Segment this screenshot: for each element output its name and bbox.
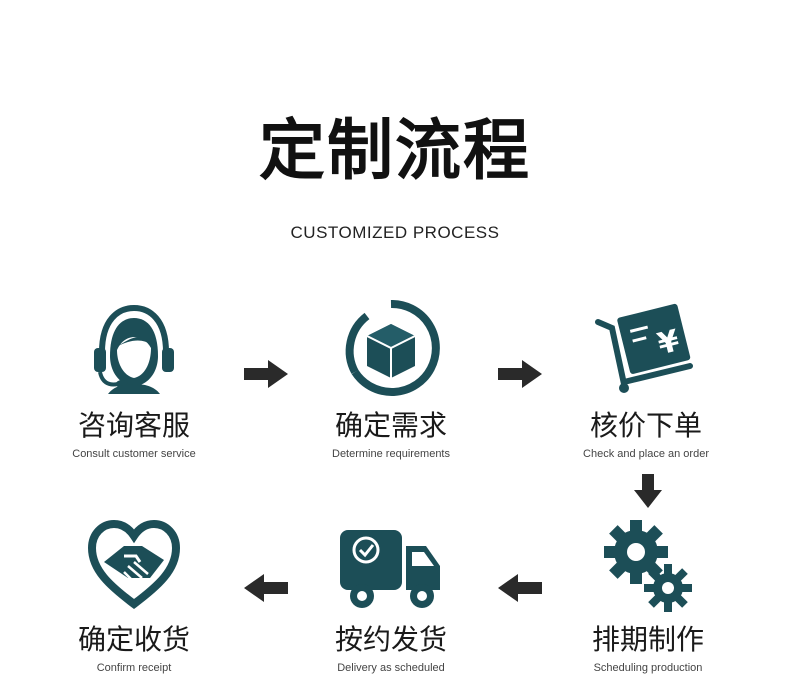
step-label-cn: 核价下单 — [589, 409, 702, 442]
step-production: 排期制作 Scheduling production — [538, 516, 758, 686]
step-label-en: Check and place an order — [583, 448, 709, 460]
step-label-en: Delivery as scheduled — [337, 662, 445, 674]
arrow-right-icon — [244, 360, 288, 388]
step-label-cn: 确定需求 — [334, 409, 447, 442]
cart-invoice-icon: ¥ — [595, 303, 693, 393]
page-title: 定制流程 — [259, 112, 531, 189]
arrow-left-icon — [244, 574, 288, 602]
arrow-left-icon — [498, 574, 542, 602]
box-circle-icon — [345, 300, 440, 396]
step-order: ¥ 核价下单 Check and place an order — [536, 300, 756, 470]
step-label-cn: 确定收货 — [77, 623, 190, 656]
step-delivery: 按约发货 Delivery as scheduled — [281, 516, 501, 686]
step-label-cn: 咨询客服 — [77, 409, 190, 442]
step-label-cn: 按约发货 — [334, 623, 447, 656]
step-determine: 确定需求 Determine requirements — [281, 300, 501, 470]
step-label-en: Consult customer service — [72, 448, 196, 460]
step-label-en: Scheduling production — [593, 662, 703, 674]
step-label-cn: 排期制作 — [591, 623, 704, 656]
headset-agent-icon — [94, 304, 174, 394]
arrow-right-icon — [498, 360, 542, 388]
step-receipt: 确定收货 Confirm receipt — [24, 516, 244, 686]
step-label-en: Determine requirements — [332, 448, 450, 460]
delivery-truck-icon — [340, 530, 440, 608]
gears-icon — [604, 520, 692, 612]
arrow-down-icon — [634, 474, 662, 508]
handshake-heart-icon — [87, 519, 181, 610]
step-label-en: Confirm receipt — [96, 662, 172, 674]
page-subtitle: CUSTOMIZED PROCESS — [290, 223, 500, 242]
step-consult: 咨询客服 Consult customer service — [24, 300, 244, 470]
